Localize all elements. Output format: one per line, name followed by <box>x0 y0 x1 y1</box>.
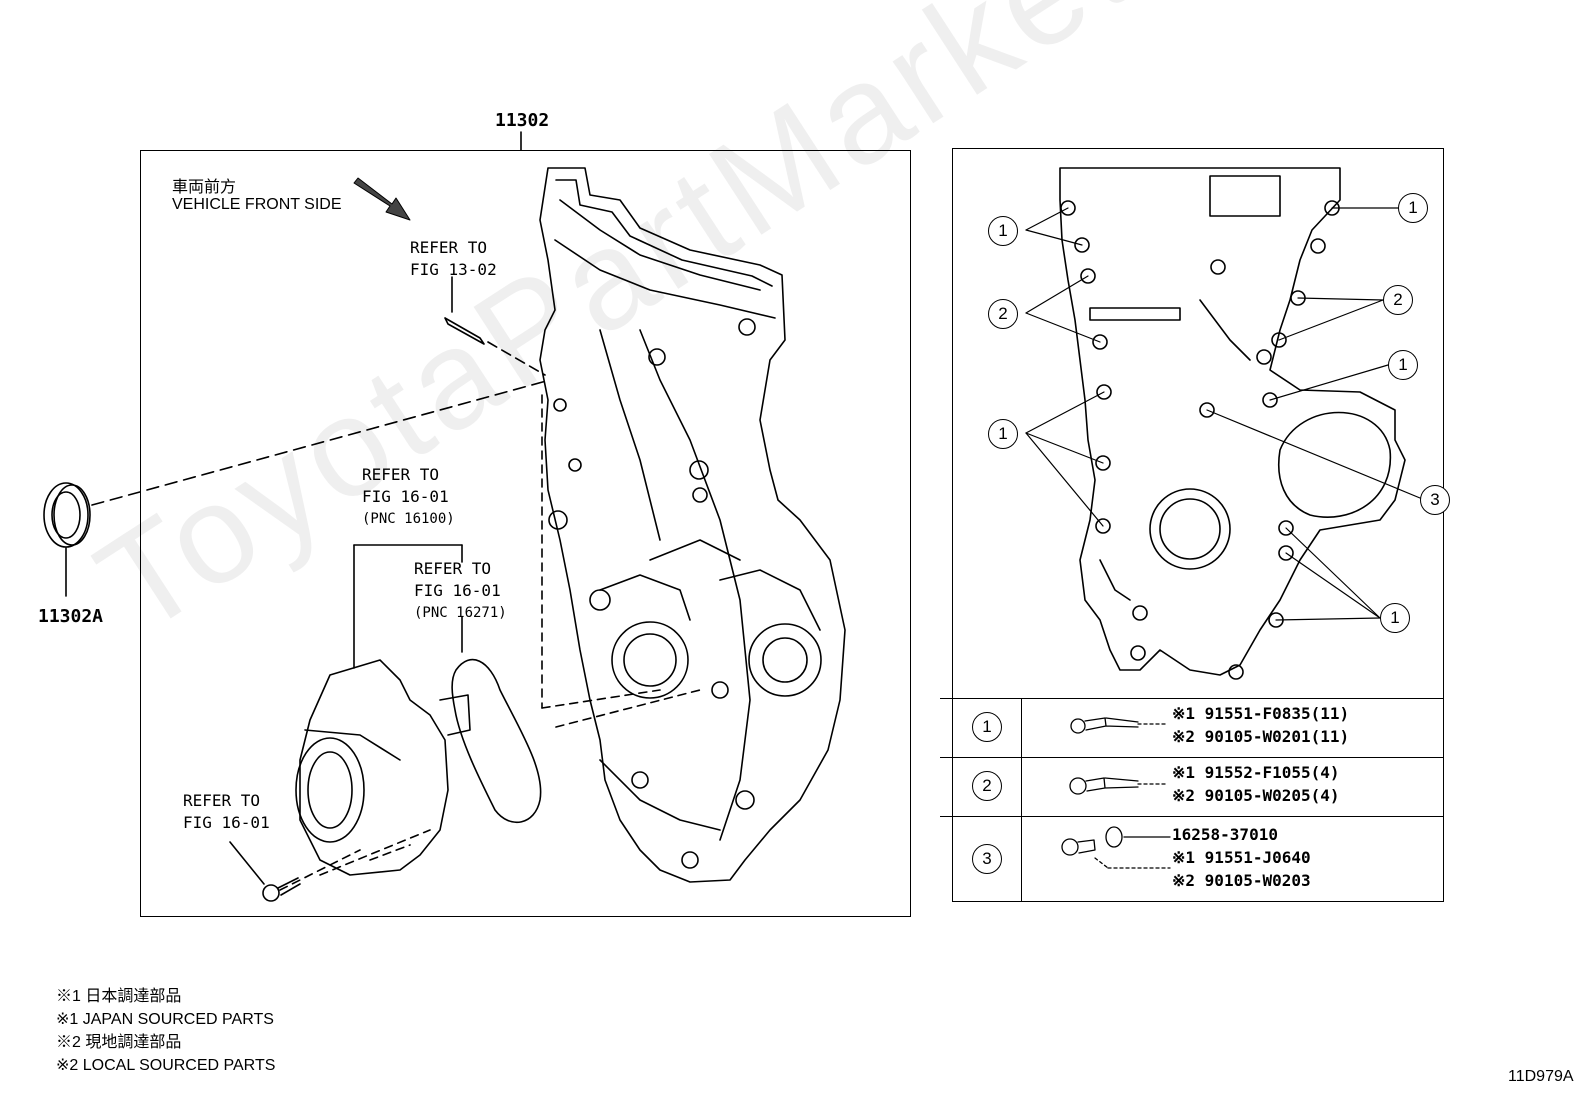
notes-block: ※1 日本調達部品 ※1 JAPAN SOURCED PARTS ※2 現地調達… <box>56 985 275 1077</box>
oil-seal-drawing <box>43 379 551 597</box>
vehicle-front-arrow <box>353 177 411 221</box>
direction-label-jp: 車両前方 <box>172 179 237 196</box>
part-label-11302a: 11302A <box>38 606 104 627</box>
water-pump-drawing <box>295 544 471 876</box>
callout-1: 1 <box>1398 193 1428 223</box>
timing-cover-drawing <box>539 167 846 883</box>
callout-3: 3 <box>1420 485 1450 515</box>
direction-label-en: VEHICLE FRONT SIDE <box>172 196 342 213</box>
refer-note-fig-13-02: REFER TO FIG 13-02 <box>410 237 497 281</box>
table-row-3-line-2: ※1 91551-J0640 <box>1172 848 1311 867</box>
table-row-2-line-2: ※2 90105-W0205(4) <box>1172 786 1340 805</box>
refer-line-2: FIG 16-01 <box>414 581 501 600</box>
refer-line-1: REFER TO <box>362 465 440 484</box>
note-line: ※1 日本調達部品 <box>56 988 182 1005</box>
table-row-3-line-3: ※2 90105-W0203 <box>1172 871 1311 890</box>
part-label-11302: 11302 <box>495 110 550 131</box>
bolt-table-divider <box>1021 698 1022 902</box>
bolt-table-row-2 <box>940 757 1444 816</box>
refer-line-1: REFER TO <box>410 238 488 257</box>
table-bolt-icons <box>1061 717 1171 869</box>
bolt-table-row-1 <box>940 698 1444 757</box>
note-line: ※2 LOCAL SOURCED PARTS <box>56 1057 276 1074</box>
refer-line-1: REFER TO <box>183 791 261 810</box>
note-line: ※2 現地調達部品 <box>56 1034 182 1051</box>
bolt-table-row-3 <box>940 816 1444 902</box>
detail-frame <box>952 148 1444 902</box>
refer-line-2: FIG 16-01 <box>362 487 449 506</box>
main-diagram-frame <box>140 150 911 917</box>
detail-cover-drawing <box>1059 167 1406 680</box>
table-row-3-line-1: 16258-37010 <box>1172 825 1278 844</box>
refer-line-2: FIG 13-02 <box>410 260 497 279</box>
bolt-drawing <box>229 841 301 902</box>
gasket-drawing <box>451 616 542 824</box>
note-line: ※1 JAPAN SOURCED PARTS <box>56 1011 274 1028</box>
refer-note-pnc-16100: REFER TO FIG 16-01 (PNC 16100) <box>362 464 455 530</box>
table-callout-3: 3 <box>972 844 1002 874</box>
callout-1: 1 <box>988 216 1018 246</box>
table-row-1-line-2: ※2 90105-W0201(11) <box>1172 727 1350 746</box>
callout-2: 2 <box>988 299 1018 329</box>
refer-note-pnc-16271: REFER TO FIG 16-01 (PNC 16271) <box>414 558 507 624</box>
detail-leader-lines <box>1025 207 1421 621</box>
refer-note-fig-16-01: REFER TO FIG 16-01 <box>183 790 270 834</box>
stud-bolt-drawing <box>444 276 546 376</box>
table-callout-1: 1 <box>972 712 1002 742</box>
refer-pnc: (PNC 16271) <box>414 605 507 621</box>
table-row-1-line-1: ※1 91551-F0835(11) <box>1172 704 1350 723</box>
refer-line-2: FIG 16-01 <box>183 813 270 832</box>
refer-pnc: (PNC 16100) <box>362 511 455 527</box>
figure-code: 11D979A <box>1508 1068 1574 1085</box>
refer-line-1: REFER TO <box>414 559 492 578</box>
callout-2: 2 <box>1383 285 1413 315</box>
callout-1: 1 <box>1380 603 1410 633</box>
table-row-2-line-1: ※1 91552-F1055(4) <box>1172 763 1340 782</box>
callout-1: 1 <box>1388 350 1418 380</box>
callout-1: 1 <box>988 419 1018 449</box>
table-callout-2: 2 <box>972 771 1002 801</box>
